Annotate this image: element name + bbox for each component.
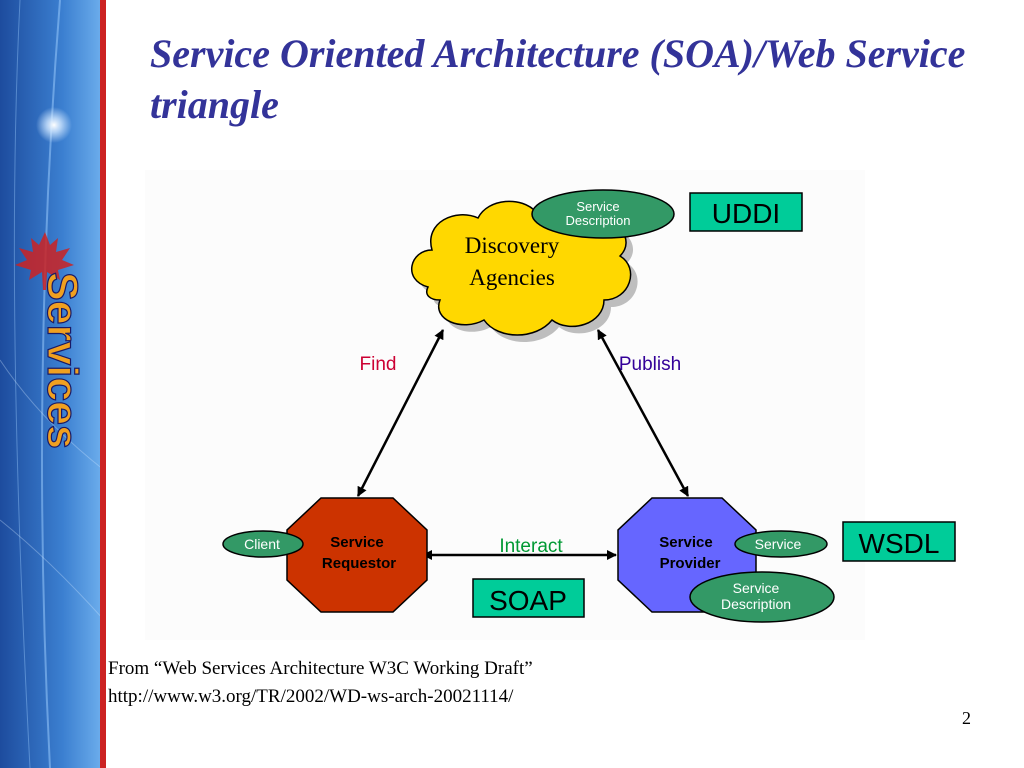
service-requestor: Service Requestor [286, 497, 428, 613]
service-description-bottom: Service Description [689, 571, 835, 623]
glow-icon [36, 107, 72, 143]
service-description-top: Service Description [531, 189, 675, 239]
maple-leaf-icon [15, 232, 74, 290]
svg-text:WSDL: WSDL [859, 528, 940, 559]
uddi-label: UDDI [689, 192, 803, 232]
source-caption: From “Web Services Architecture W3C Work… [108, 658, 533, 679]
discovery-label-line2: Agencies [469, 265, 555, 290]
source-url: http://www.w3.org/TR/2002/WD-ws-arch-200… [108, 686, 514, 707]
sd-top-line1: Service [576, 199, 619, 214]
service-ellipse: Service [734, 530, 828, 558]
find-label: Find [360, 354, 397, 375]
sidebar-word: Services [38, 272, 86, 449]
sidebar-decoration: Services [0, 0, 109, 768]
publish-label: Publish [619, 354, 681, 375]
sd-bottom-line1: Service [733, 580, 780, 596]
svg-text:SOAP: SOAP [489, 585, 567, 616]
requestor-line1: Service [330, 534, 383, 551]
publish-arrow [596, 329, 690, 497]
svg-text:Service: Service [755, 536, 802, 552]
slide-title: Service Oriented Architecture (SOA)/Web … [150, 31, 966, 127]
svg-text:Client: Client [244, 536, 280, 552]
sd-bottom-line2: Description [721, 596, 791, 612]
soap-label: SOAP [472, 578, 585, 618]
requestor-line2: Requestor [322, 555, 396, 572]
find-arrow [356, 329, 445, 497]
provider-line2: Provider [660, 555, 721, 572]
wsdl-label: WSDL [842, 521, 956, 562]
interact-label: Interact [499, 536, 563, 557]
sd-top-line2: Description [565, 213, 630, 228]
svg-text:UDDI: UDDI [712, 198, 780, 229]
discovery-label-line1: Discovery [465, 233, 560, 258]
client-ellipse: Client [222, 530, 304, 558]
provider-line1: Service [659, 534, 712, 551]
page-number: 2 [962, 708, 971, 728]
